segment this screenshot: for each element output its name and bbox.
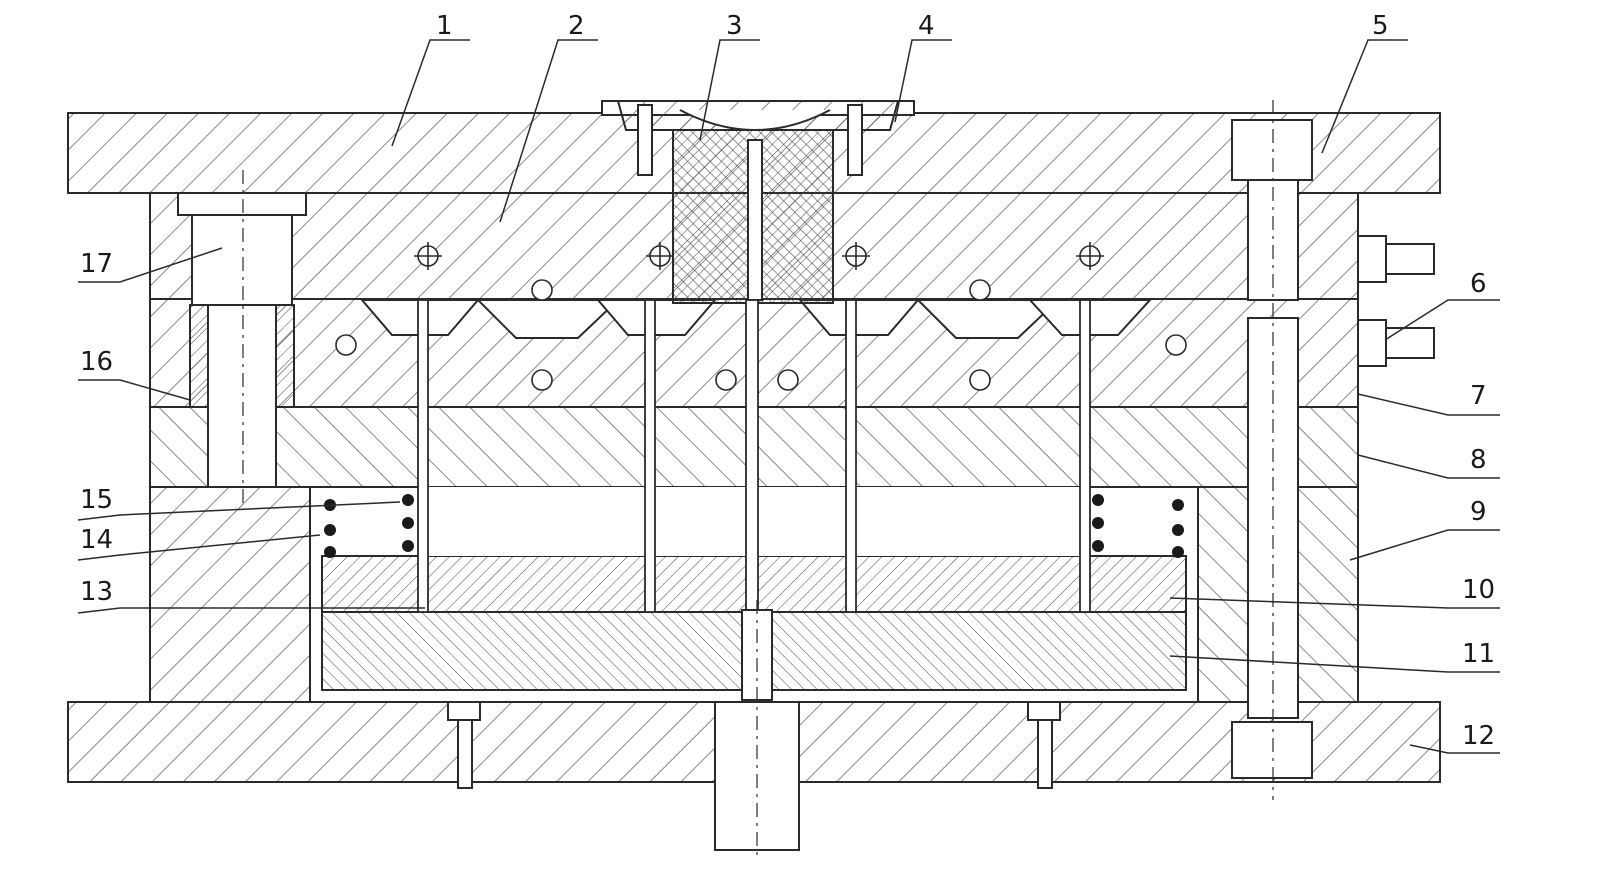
leader-lines bbox=[77, 39, 1500, 754]
callout-7: 7 bbox=[1470, 381, 1487, 411]
return-pin bbox=[1231, 100, 1313, 800]
bottom-components bbox=[447, 600, 1061, 860]
ejector-pins bbox=[417, 299, 1091, 613]
return-springs bbox=[324, 494, 1184, 558]
cavity-pockets bbox=[359, 299, 1153, 339]
callout-16: 16 bbox=[80, 347, 113, 377]
callout-8: 8 bbox=[1470, 445, 1487, 475]
ring-screw-right bbox=[847, 104, 863, 176]
callout-5: 5 bbox=[1372, 11, 1389, 41]
callout-4: 4 bbox=[918, 11, 935, 41]
guide-pillar bbox=[177, 170, 307, 510]
callout-11: 11 bbox=[1462, 639, 1495, 669]
callout-12: 12 bbox=[1462, 721, 1495, 751]
callout-6: 6 bbox=[1470, 269, 1487, 299]
callout-2: 2 bbox=[568, 11, 585, 41]
callout-14: 14 bbox=[80, 525, 113, 555]
callout-13: 13 bbox=[80, 577, 113, 607]
sprue-channel bbox=[747, 139, 763, 301]
callout-10: 10 bbox=[1462, 575, 1495, 605]
callout-17: 17 bbox=[80, 249, 113, 279]
callout-1: 1 bbox=[436, 11, 453, 41]
water-nipples bbox=[1357, 235, 1435, 367]
ring-screw-left bbox=[637, 104, 653, 176]
callout-3: 3 bbox=[726, 11, 743, 41]
callout-9: 9 bbox=[1470, 497, 1487, 527]
cooling-channels bbox=[335, 242, 1187, 391]
callout-labels: 1 2 3 4 5 6 7 8 9 10 11 12 13 14 15 16 1… bbox=[80, 11, 1495, 751]
sprue-assembly bbox=[601, 100, 915, 304]
callout-15: 15 bbox=[80, 485, 113, 515]
spacer-block-left bbox=[149, 486, 311, 703]
